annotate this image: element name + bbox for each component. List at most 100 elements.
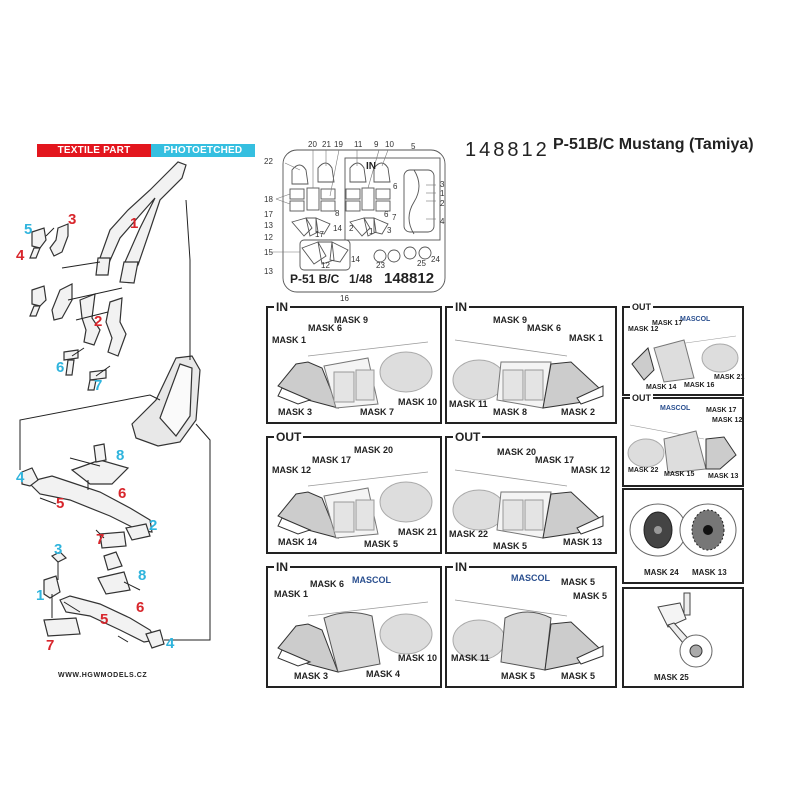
panel-tag: IN <box>453 560 469 574</box>
mask-panel-in-mascol-1: IN MASK 6 MASCOL MASK 1 MASK 3 MASK 4 MA… <box>266 560 442 688</box>
buckle-part <box>31 285 47 307</box>
canopy-drawing <box>277 471 433 539</box>
mask-label: MASK 1 <box>569 333 604 343</box>
mask-label: MASK 21 <box>398 527 438 537</box>
panel-tag: IN <box>274 560 290 574</box>
arrow <box>63 601 81 613</box>
mask-panel-in-1: IN MASK 9 MASK 6 MASK 1 MASK 3 MASK 7 MA… <box>266 300 442 424</box>
guide-line <box>164 423 211 641</box>
fret-in-label: IN <box>366 161 376 172</box>
label-pe-2: 2 <box>149 517 158 534</box>
panel-tag: IN <box>453 300 469 314</box>
mask-label: MASK 3 <box>278 407 313 417</box>
mask-label-mascol: MASCOL <box>660 405 691 412</box>
lap-belt-upper <box>26 475 153 533</box>
buckle-4-lower <box>145 629 165 649</box>
label-pe-6: 6 <box>56 359 65 376</box>
mask-panel-out-2: OUT MASK 20 MASK 17 MASK 12 MASK 22 MASK… <box>445 430 617 554</box>
harness-strap-end <box>119 261 139 284</box>
fret-label: 21 <box>322 140 331 149</box>
legend-textile-part: TEXTILE PART <box>37 144 151 157</box>
fret-label: 17 <box>315 230 324 239</box>
mask-label: MASK 9 <box>493 315 528 325</box>
mask-label: MASK 10 <box>398 653 438 663</box>
fret-label: 6 <box>393 182 398 191</box>
panel-tag: OUT <box>630 393 653 403</box>
label-textile-5: 5 <box>100 611 109 628</box>
arrow <box>69 457 101 467</box>
guide-line <box>185 199 191 360</box>
canopy-drawing <box>452 599 604 671</box>
mask-label: MASK 25 <box>654 673 689 682</box>
fret-label: 22 <box>264 157 273 166</box>
shoulder-harness-strap <box>99 161 187 277</box>
arrow <box>71 347 85 357</box>
mask-label: MASK 15 <box>664 471 695 478</box>
fret-label: 14 <box>351 255 360 264</box>
mask-label: MASK 20 <box>354 445 394 455</box>
fret-label: 19 <box>334 140 343 149</box>
fret-label: 10 <box>385 140 394 149</box>
mask-label: MASK 22 <box>628 467 659 474</box>
mask-label: MASK 5 <box>561 577 596 587</box>
mask-label-mascol: MASCOL <box>680 316 711 323</box>
mask-label: MASK 12 <box>712 417 743 424</box>
fret-label: 1 <box>369 227 374 236</box>
fret-label: 23 <box>376 261 385 270</box>
mask-label: MASK 3 <box>294 671 329 681</box>
mask-panel-out-small-2: OUT MASCOL MASK 17 MASK 12 MASK 22 MASK … <box>622 393 744 487</box>
mask-label: MASK 11 <box>451 653 490 663</box>
label-textile-2: 2 <box>94 313 103 330</box>
fret-label: 24 <box>431 255 440 264</box>
canopy-drawing <box>277 341 433 409</box>
mask-label: MASK 17 <box>535 455 575 465</box>
canopy-drawing <box>627 424 737 474</box>
arrow <box>117 635 129 643</box>
fitting-2 <box>125 523 151 541</box>
fret-model-name: P-51 B/C <box>290 272 340 286</box>
guide-line <box>19 394 161 470</box>
strap-6-upper <box>70 459 130 485</box>
pad-7-upper <box>99 531 127 549</box>
mask-panel-in-2: IN MASK 9 MASK 6 MASK 1 MASK 11 MASK 8 M… <box>445 300 617 424</box>
label-textile-7: 7 <box>46 637 55 654</box>
fret-label: 2 <box>349 224 354 233</box>
shoulder-strap-2 <box>79 293 101 346</box>
label-pe-8: 8 <box>116 447 125 464</box>
arrow <box>75 311 109 321</box>
adjuster-6-tongue <box>65 359 75 376</box>
fret-label: 3 <box>387 226 392 235</box>
label-textile-1: 1 <box>130 215 139 232</box>
strap-piece <box>51 283 73 321</box>
panel-tag: OUT <box>274 430 304 444</box>
canopy-drawing <box>452 339 604 409</box>
label-textile-3: 3 <box>68 211 77 228</box>
arrow <box>123 581 141 591</box>
arrow <box>95 529 105 539</box>
fret-label: 4 <box>440 217 445 226</box>
mask-label: MASK 8 <box>493 407 528 417</box>
arrow <box>61 261 101 269</box>
fret-label: 12 <box>264 233 273 242</box>
mask-label: MASK 9 <box>334 315 369 325</box>
panel-tag: IN <box>274 300 290 314</box>
mask-label: MASK 5 <box>573 591 608 601</box>
mask-label: MASK 17 <box>652 320 683 327</box>
mask-label: MASK 20 <box>497 447 537 457</box>
arrow <box>67 287 123 301</box>
buckle-1 <box>43 575 61 599</box>
mask-panel-in-mascol-2: IN MASCOL MASK 5 MASK 5 MASK 11 MASK 5 M… <box>445 560 617 688</box>
label-textile-6: 6 <box>136 599 145 616</box>
mask-label: MASK 11 <box>449 399 488 409</box>
fret-label: 17 <box>264 210 273 219</box>
fret-label: 5 <box>411 142 416 151</box>
fret-scale: 1/48 <box>349 272 373 286</box>
buckle-tongue <box>29 305 41 317</box>
strap-piece <box>49 223 69 257</box>
mask-panel-wheels: MASK 24 MASK 13 <box>622 488 744 584</box>
label-pe-3: 3 <box>54 541 63 558</box>
mask-label: MASK 12 <box>571 465 611 475</box>
buckle-tongue <box>29 247 41 259</box>
wheels-drawing <box>629 503 737 557</box>
fret-label: 9 <box>374 140 379 149</box>
